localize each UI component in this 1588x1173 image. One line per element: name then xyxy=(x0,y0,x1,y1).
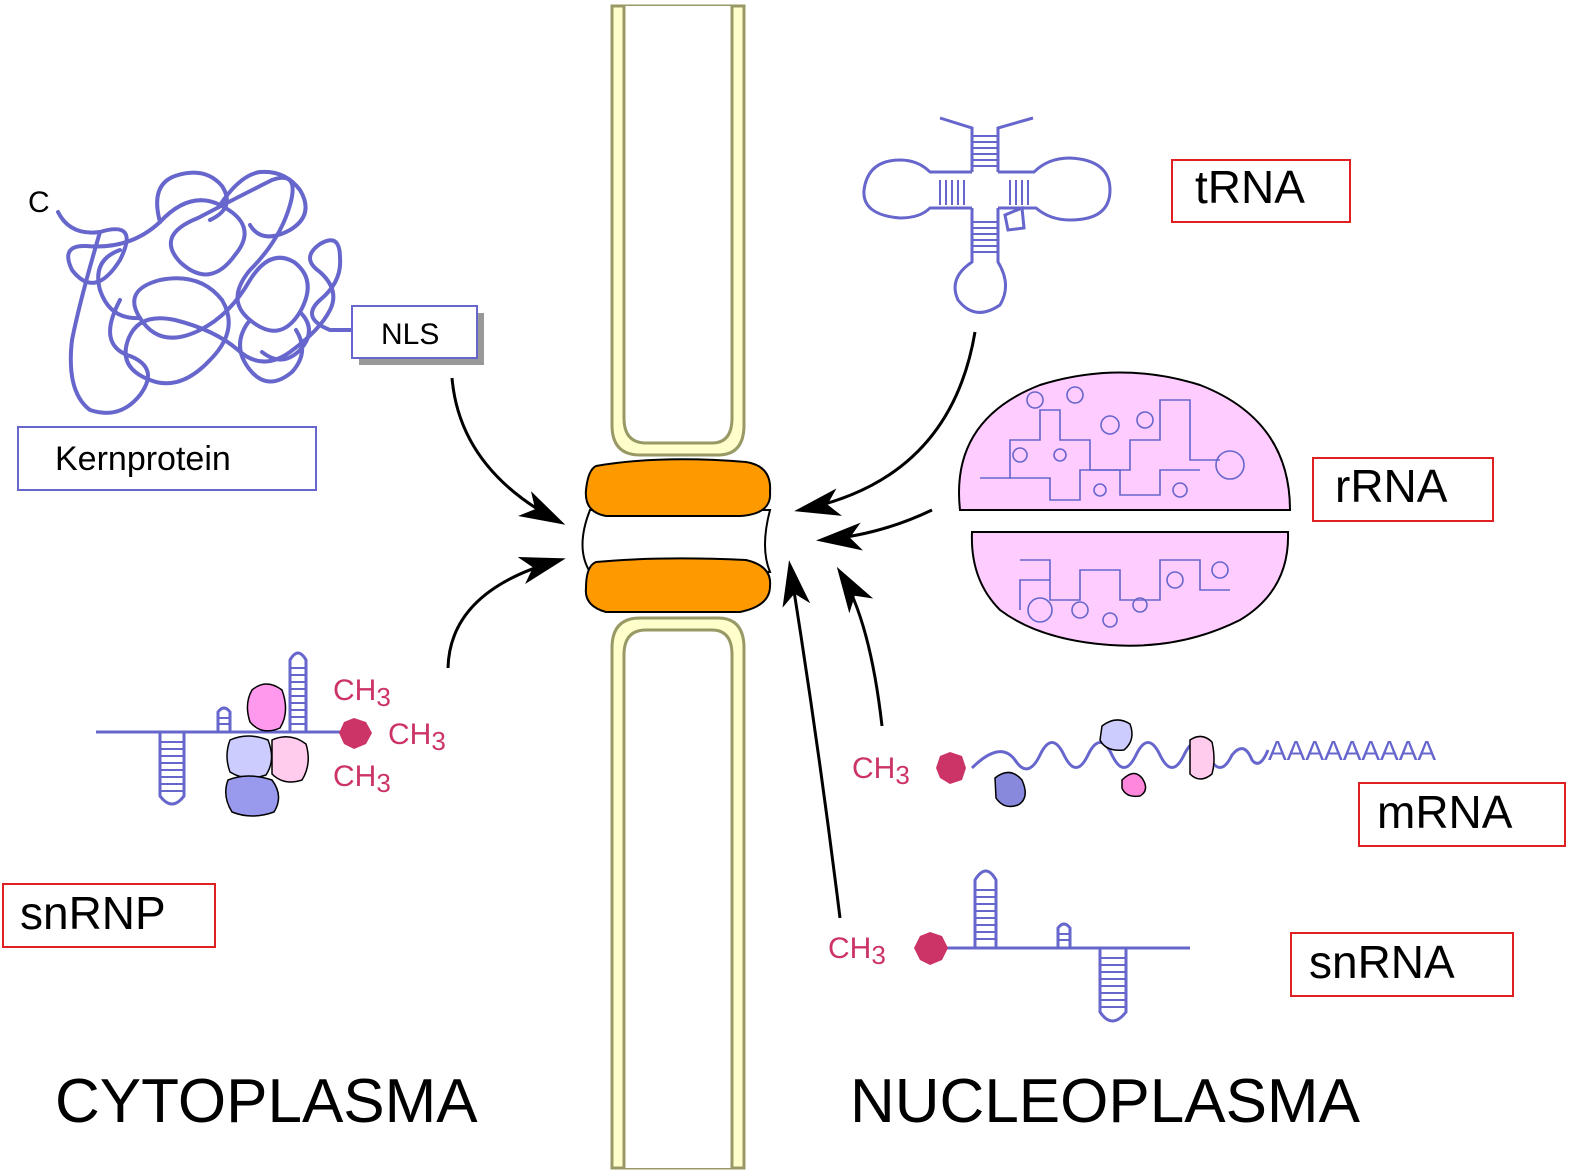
snrna-label: snRNA xyxy=(1309,936,1455,988)
snrna-box: snRNA xyxy=(1290,932,1514,997)
cloverleaf-trna-icon xyxy=(862,116,1112,314)
pore-ring-upper xyxy=(584,458,772,517)
mrna-protein-3 xyxy=(1121,772,1147,798)
export-arrow-mrna xyxy=(836,566,884,727)
mrna-cap-icon xyxy=(936,752,966,784)
messenger-rna-icon: CH3 AAAAAAAAA xyxy=(852,719,1436,808)
snrnp-protein-blue xyxy=(225,775,280,817)
snrnp-methyl-label-1: CH3 xyxy=(333,674,391,712)
snrnp-protein-lavender xyxy=(226,735,273,779)
rrna-label: rRNA xyxy=(1335,460,1448,512)
snrnp-methyl-label-2: CH3 xyxy=(388,718,446,756)
snrna-methyl-label: CH3 xyxy=(828,932,886,970)
nuclear-envelope xyxy=(610,4,746,1170)
ribonucleoprotein-complex-icon: CH3 CH3 CH3 xyxy=(96,651,446,817)
kernprotein-label: Kernprotein xyxy=(55,440,231,478)
transport-arrows xyxy=(446,331,977,919)
pore-channel xyxy=(581,509,772,573)
snrna-cap-icon xyxy=(914,932,948,965)
pore-ring-lower xyxy=(584,557,772,613)
snrnp-cap-icon xyxy=(339,718,372,749)
nuclear-pore-icon xyxy=(581,458,772,613)
kernprotein-box: Kernprotein xyxy=(17,426,317,491)
mrna-protein-1 xyxy=(994,771,1026,808)
snrnp-label: snRNP xyxy=(20,887,166,939)
snrnp-protein-lightpink xyxy=(271,736,309,783)
membrane-upper-inner xyxy=(622,6,734,445)
mrna-protein-4 xyxy=(1189,735,1215,780)
snrnp-methyl-label-3: CH3 xyxy=(333,760,391,798)
snrnp-protein-pink xyxy=(246,683,287,732)
export-arrow-trna xyxy=(794,331,977,516)
trna-box: tRNA xyxy=(1171,159,1351,223)
large-subunit xyxy=(958,371,1292,511)
export-arrow-rrna xyxy=(816,508,933,551)
rrna-box: rRNA xyxy=(1312,457,1494,522)
mrna-box: mRNA xyxy=(1358,782,1566,847)
nucleoplasma-label: NUCLEOPLASMA xyxy=(850,1067,1361,1136)
trna-label: tRNA xyxy=(1195,161,1305,213)
mrna-protein-2 xyxy=(1099,719,1133,752)
c-terminus-label: C xyxy=(28,186,50,219)
nls-label: NLS xyxy=(381,318,439,351)
ribosome-subunits-icon xyxy=(958,371,1292,647)
mrna-strand xyxy=(970,741,1270,771)
trna-base-pairs xyxy=(939,135,1029,253)
mrna-methyl-label: CH3 xyxy=(852,752,910,790)
small-nuclear-rna-icon: CH3 xyxy=(828,869,1190,1023)
nls-tag: NLS xyxy=(351,305,484,365)
small-subunit xyxy=(970,531,1290,647)
folded-protein-icon xyxy=(56,169,354,415)
snrnp-box: snRNP xyxy=(2,883,216,948)
import-arrow-protein xyxy=(450,377,566,525)
membrane-lower-inner xyxy=(622,628,734,1168)
cytoplasma-label: CYTOPLASMA xyxy=(55,1067,478,1136)
poly-a-tail: AAAAAAAAA xyxy=(1268,735,1436,766)
mrna-label: mRNA xyxy=(1377,786,1513,838)
export-arrow-snrna xyxy=(782,560,842,919)
import-arrow-snrnp xyxy=(446,557,566,669)
